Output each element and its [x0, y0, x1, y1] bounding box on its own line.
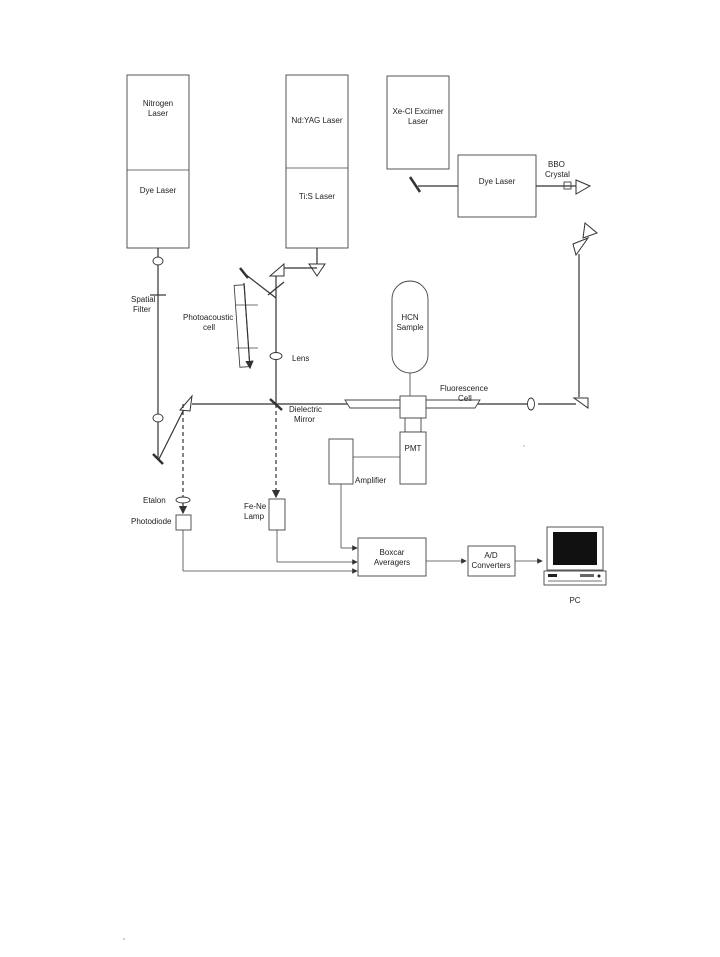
lens-center	[269, 352, 283, 360]
boxcar-averagers	[357, 537, 427, 577]
nitrogen-dye-laser-box	[126, 74, 190, 249]
pc-screen	[553, 532, 597, 565]
excimer-laser-box	[386, 75, 450, 170]
lens-left-lower	[152, 413, 164, 423]
amplifier-label: Amplifier	[355, 476, 386, 485]
fluorescence-cell	[399, 395, 427, 419]
pmt-neck	[404, 417, 422, 433]
lens-right	[527, 397, 535, 411]
prism-tis-2	[268, 262, 285, 277]
prism-tis	[308, 263, 326, 277]
dye-laser-left-label: Dye Laser	[140, 186, 177, 195]
amplifier	[328, 438, 354, 485]
pmt	[399, 431, 427, 485]
photoacoustic-mirror	[239, 267, 249, 279]
cell-arm-left	[344, 399, 401, 409]
lens-top-left	[152, 256, 164, 266]
dye-laser-right-label: Dye Laser	[479, 177, 516, 186]
excimer-mirror	[408, 176, 422, 193]
ndyag-laser-label: Nd:YAG Laser	[292, 116, 343, 125]
prism-right-1	[582, 222, 598, 239]
prism-bbo	[575, 179, 592, 195]
ndyag-tis-laser-box	[285, 74, 349, 249]
pc-case	[543, 570, 607, 586]
prism-right-2	[572, 236, 590, 257]
etalon	[175, 496, 191, 504]
pmt-label: PMT	[405, 444, 422, 453]
mirror-left-bottom	[152, 453, 164, 465]
dye-laser-right: Dye Laser	[457, 154, 537, 218]
photodiode	[175, 514, 192, 531]
fene-lamp	[268, 498, 286, 531]
prism-left	[178, 394, 193, 412]
pc-label: PC	[569, 596, 580, 605]
photodiode-label: Photodiode	[131, 517, 172, 526]
flip-mirror	[267, 281, 285, 296]
pc-computer: PC	[543, 526, 607, 605]
tis-laser-label: Ti:S Laser	[299, 192, 335, 201]
lens-label: Lens	[292, 354, 309, 363]
ndyag-tis-laser-stack: Nd:YAG Laser Ti:S Laser	[285, 74, 349, 249]
dye-laser-right-box	[457, 154, 537, 218]
cell-arm-right	[425, 399, 481, 409]
prism-right-bottom	[572, 397, 589, 409]
etalon-label: Etalon	[143, 496, 166, 505]
